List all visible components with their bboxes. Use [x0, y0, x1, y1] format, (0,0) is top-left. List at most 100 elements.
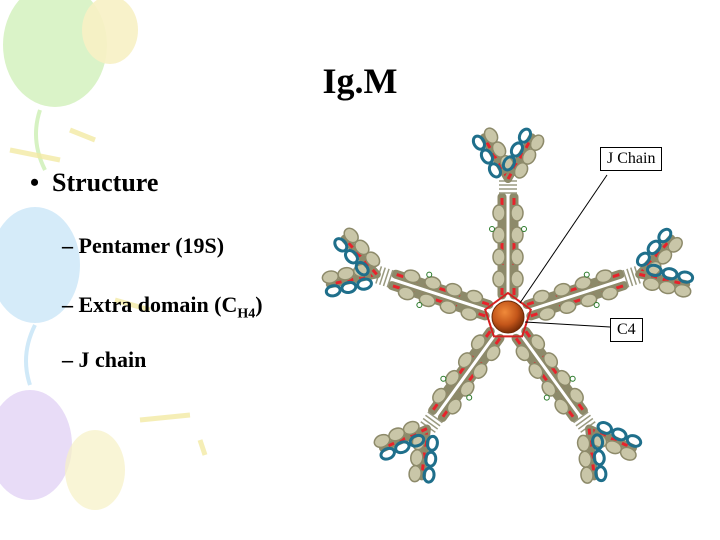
antibody-monomer [471, 127, 545, 300]
constant-domain [601, 286, 619, 301]
glycan-marker [569, 375, 576, 382]
constant-domain [595, 269, 613, 284]
constant-domain [445, 282, 463, 297]
light-chain [661, 267, 679, 281]
glycan-marker [426, 271, 433, 278]
constant-domain [445, 369, 461, 387]
hinge-region [427, 411, 443, 424]
light-chain [424, 450, 438, 468]
light-chain [394, 440, 411, 455]
j-chain-pointer-line [519, 174, 608, 304]
antibody-monomer [511, 326, 643, 484]
light-chain [596, 421, 613, 435]
glycan-marker [593, 302, 600, 309]
constant-domain [532, 289, 550, 304]
fab-heavy-chain-dash [420, 428, 429, 477]
fab-heavy-chain-dash [588, 427, 634, 450]
constant-domain [459, 380, 475, 397]
antibody-monomer [522, 227, 695, 321]
constant-domain [457, 352, 473, 369]
j-chain-core-icon [491, 300, 525, 334]
j-chain-pentagon [483, 291, 533, 338]
light-chain [594, 465, 608, 483]
constant-domain [470, 334, 486, 351]
light-chain [625, 434, 643, 448]
constant-domain [555, 369, 571, 387]
fab-domain [667, 236, 683, 253]
constant-domain [492, 248, 506, 266]
glycan-marker [416, 302, 423, 309]
light-chain [592, 449, 606, 467]
balloon-yellow-icon [82, 0, 138, 64]
bullet-structure: • Structure [30, 168, 158, 198]
sub-bullet-label: Extra domain (C [78, 292, 238, 317]
constant-domain [432, 387, 448, 404]
j-chain-callout: J Chain [600, 147, 663, 171]
streamer-decoration [9, 127, 208, 456]
constant-domain [510, 270, 524, 288]
constant-domain [424, 276, 442, 291]
constant-domain [554, 398, 570, 415]
glycan-marker [466, 394, 473, 401]
glycan-marker [543, 394, 550, 401]
constant-domain [568, 387, 584, 404]
constant-domain [528, 362, 544, 379]
hinge-region [573, 411, 589, 424]
constant-domain [515, 344, 531, 362]
sub-bullet-label: J chain [78, 347, 147, 372]
hinge-region [626, 268, 634, 287]
fab-heavy-chain-dash [638, 272, 687, 286]
fab-heavy-chain-dash [382, 427, 428, 450]
balloon-green-icon [3, 0, 107, 171]
fab-domain [529, 134, 545, 151]
hinge-region [577, 417, 594, 430]
hinge-region [630, 267, 638, 286]
fab-domain [580, 466, 594, 484]
constant-domain [460, 306, 478, 321]
light-chain [487, 162, 503, 179]
light-chain [408, 433, 426, 448]
hinge-region [622, 269, 630, 288]
antibody-arms [321, 127, 695, 484]
light-chain [635, 251, 651, 267]
light-chain [657, 227, 673, 244]
bullet-structure-label: Structure [52, 168, 159, 197]
constant-domain [446, 398, 462, 415]
constant-domain [574, 276, 592, 291]
dash-marker: – [62, 347, 73, 372]
constant-domain [543, 352, 559, 369]
subscript-h4: H4 [237, 306, 256, 322]
light-chain [646, 239, 662, 256]
fab-domain [619, 446, 637, 461]
constant-domain [403, 269, 421, 284]
constant-domain [492, 204, 506, 222]
sub-bullet-pentamer: – Pentamer (19S) [62, 233, 224, 259]
constant-domain [485, 344, 501, 362]
constant-domain [510, 248, 524, 266]
light-chain [501, 155, 517, 172]
constant-domain [492, 270, 506, 288]
c4-pointer-line [524, 321, 611, 328]
constant-domain [580, 293, 598, 308]
fab-heavy-chain-dash [638, 237, 673, 276]
light-chain [356, 277, 373, 291]
fab-domain [321, 270, 339, 284]
sub-bullet-j-chain: – J chain [62, 347, 146, 373]
constant-domain [559, 300, 577, 314]
dash-marker: – [62, 292, 73, 317]
sub-bullet-label: Pentamer (19S) [78, 233, 225, 258]
light-chain [471, 134, 487, 151]
balloon-blue-icon [0, 207, 80, 386]
fab-heavy-chain-dash [329, 272, 378, 286]
light-chain [333, 237, 349, 253]
constant-domain [439, 300, 457, 314]
constant-domain [530, 334, 546, 351]
fab-domain [483, 127, 499, 144]
c4-callout: C4 [610, 318, 643, 342]
fab-heavy-chain-dash [506, 136, 534, 180]
constant-domain [510, 204, 524, 222]
bullet-icon: • [30, 168, 40, 197]
